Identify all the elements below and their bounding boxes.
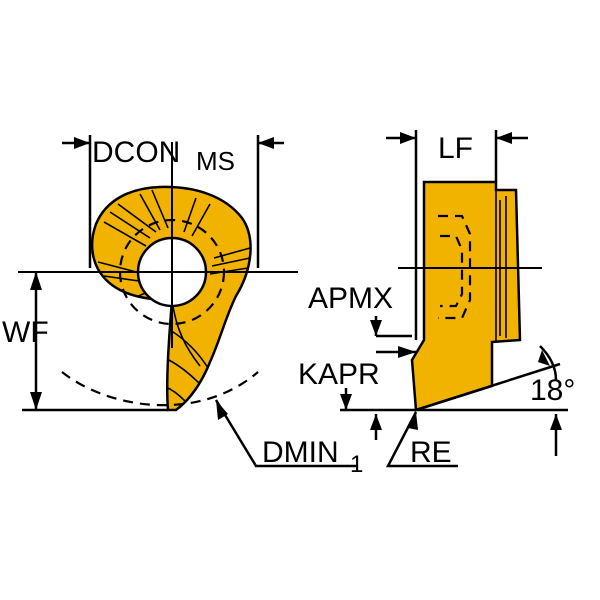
side-view [340, 130, 568, 468]
flute-lines [97, 189, 251, 405]
re-leader [385, 411, 458, 468]
lf-label: LF [438, 132, 473, 165]
dmin-subscript: 1 [350, 451, 363, 478]
dmin-arc [61, 371, 259, 407]
dmin-leader [214, 399, 356, 468]
dmin-label: DMIN [262, 436, 339, 469]
insert-body-side [410, 180, 522, 412]
dcon-subscript: MS [196, 146, 235, 176]
dcon-label: DCON [92, 136, 180, 169]
front-view [18, 135, 356, 468]
re-label: RE [410, 436, 452, 469]
kapr-label: KAPR [298, 358, 380, 391]
angle-label: 18° [530, 374, 575, 407]
apmx-label: APMX [308, 282, 393, 315]
wf-label: WF [2, 316, 49, 349]
